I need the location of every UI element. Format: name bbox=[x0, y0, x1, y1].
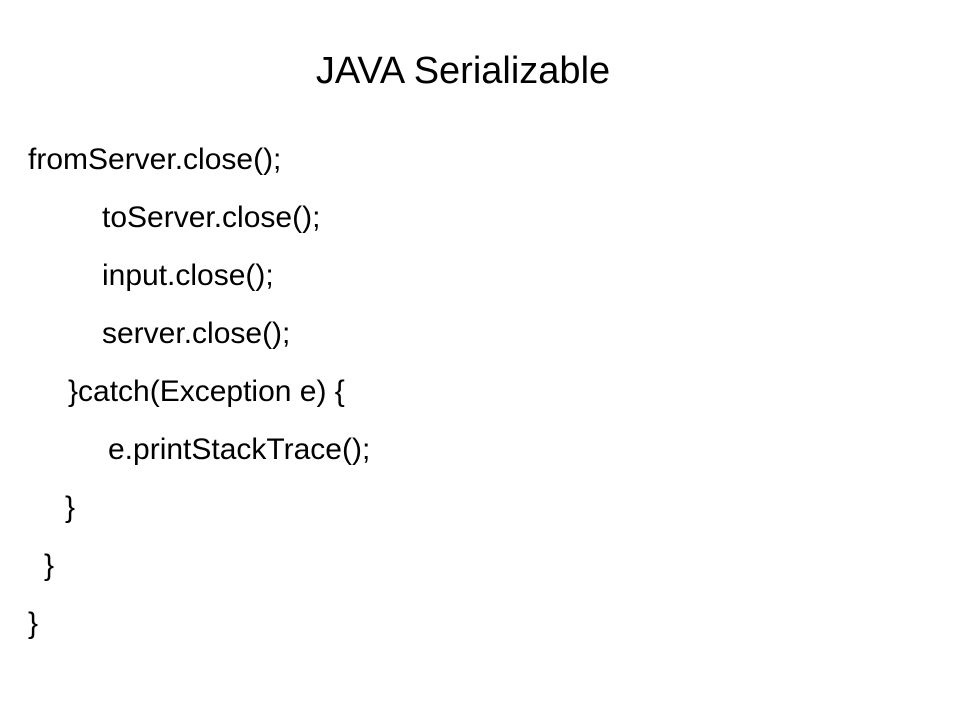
code-line: server.close(); bbox=[102, 317, 291, 350]
code-line: } bbox=[44, 549, 55, 582]
code-line: }catch(Exception e) { bbox=[68, 375, 345, 408]
code-line: } bbox=[28, 607, 39, 640]
code-line: fromServer.close(); bbox=[28, 143, 282, 176]
code-line: e.printStackTrace(); bbox=[108, 433, 371, 466]
code-line: } bbox=[65, 491, 76, 524]
slide-title: JAVA Serializable bbox=[315, 50, 611, 92]
code-line: toServer.close(); bbox=[102, 201, 321, 234]
code-line: input.close(); bbox=[102, 259, 274, 292]
